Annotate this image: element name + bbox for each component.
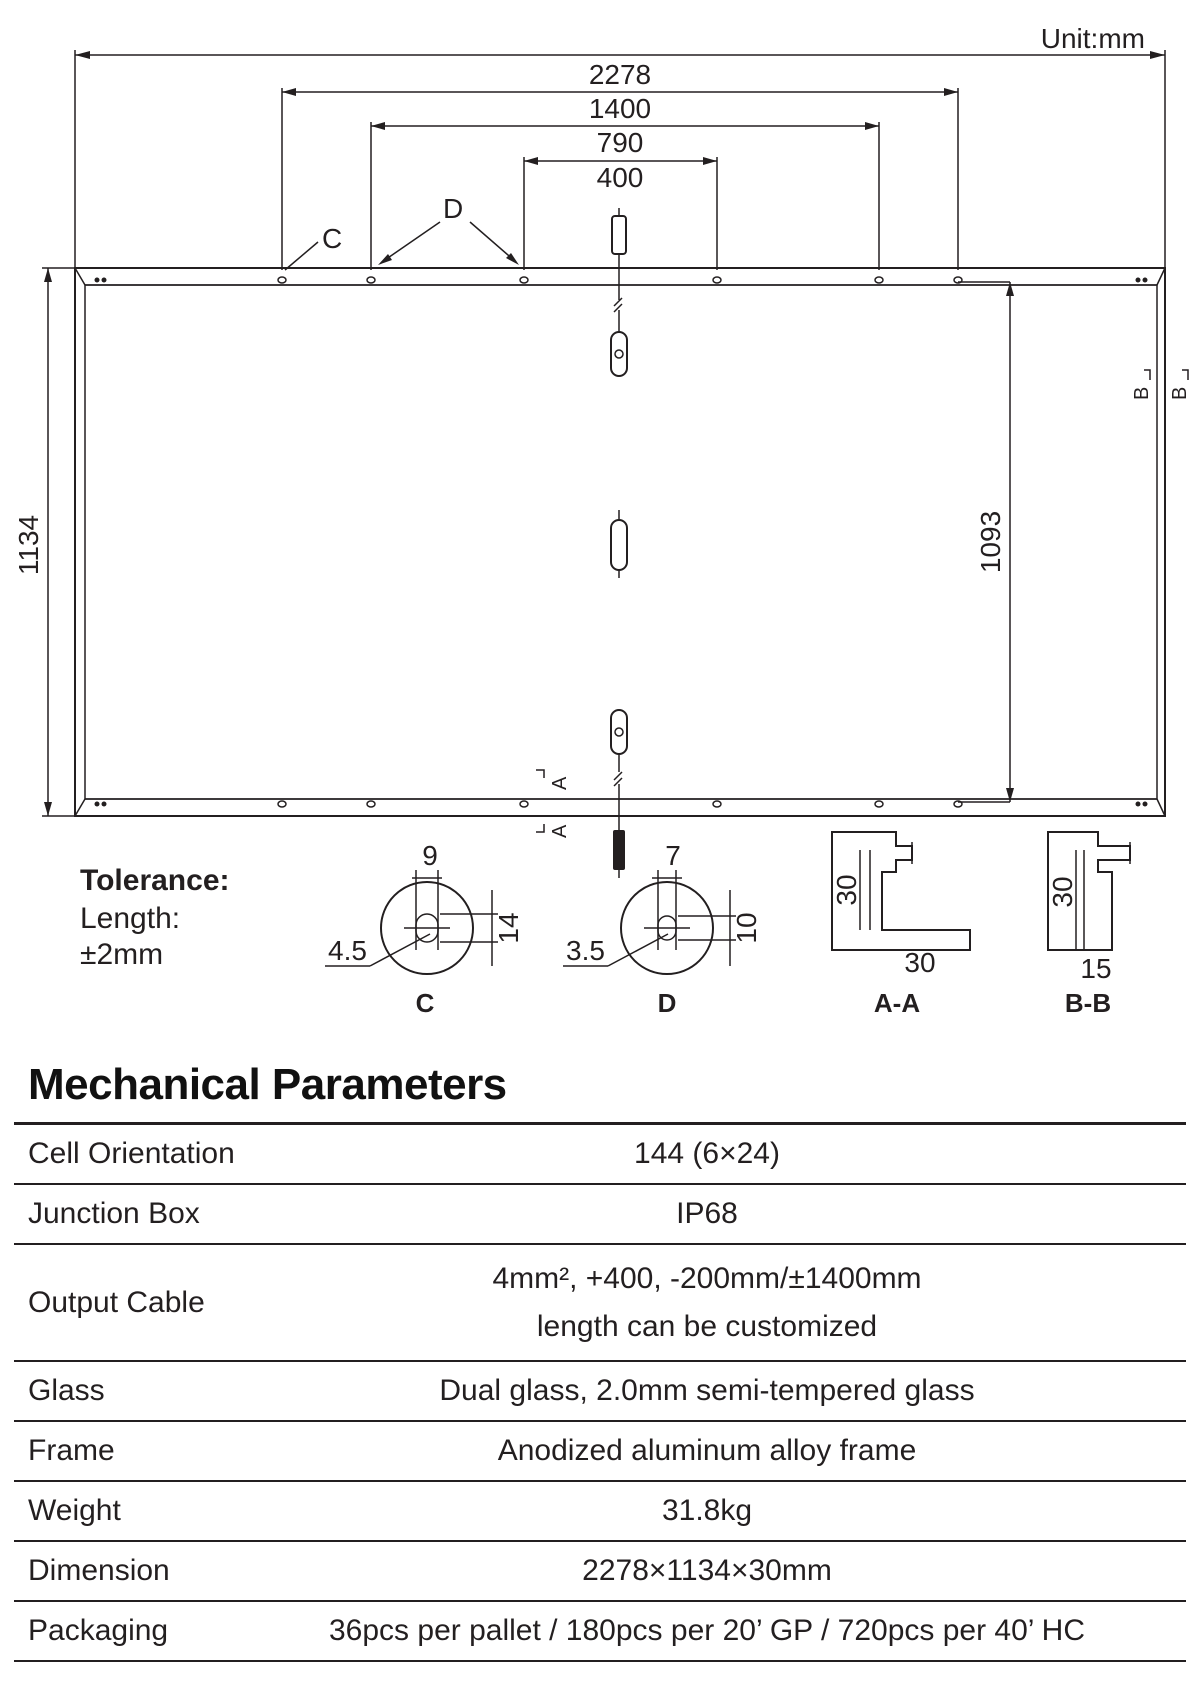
table-row: Packaging 36pcs per pallet / 180pcs per …: [14, 1601, 1186, 1662]
svg-text:C: C: [416, 988, 435, 1018]
table-row: Junction Box IP68: [14, 1184, 1186, 1245]
row-value-line2: length can be customized: [536, 1309, 878, 1343]
svg-text:B: B: [1131, 387, 1153, 400]
row-value: 36pcs per pallet / 180pcs per 20’ GP / 7…: [268, 1601, 1186, 1662]
row-value: IP68: [268, 1184, 1186, 1245]
detail-c: 9 4.5 14 C: [325, 840, 524, 1018]
dim-label-400: 400: [597, 162, 644, 193]
row-key: Packaging: [14, 1601, 268, 1662]
section-marker-b: B B: [1131, 369, 1191, 400]
svg-text:D: D: [658, 988, 677, 1018]
row-key: Dimension: [14, 1541, 268, 1602]
dim-label-790: 790: [597, 127, 644, 158]
row-key: Junction Box: [14, 1184, 268, 1245]
section-marker-a: A A: [536, 769, 571, 838]
tolerance-note: Tolerance: Length: ±2mm: [80, 864, 230, 971]
table-row: Glass Dual glass, 2.0mm semi-tempered gl…: [14, 1361, 1186, 1422]
svg-text:4.5: 4.5: [328, 935, 367, 966]
detail-d: 7 3.5 10 D: [563, 840, 762, 1018]
svg-text:A: A: [549, 824, 571, 838]
dim-hole-400: [523, 157, 718, 270]
table-row: Frame Anodized aluminum alloy frame: [14, 1421, 1186, 1482]
svg-text:3.5: 3.5: [566, 935, 605, 966]
svg-text:30: 30: [1047, 876, 1078, 907]
svg-text:30: 30: [831, 874, 862, 905]
section-aa: 30 30 A-A: [831, 831, 971, 1018]
junction-box-bottom: [610, 709, 628, 878]
svg-text:7: 7: [665, 840, 681, 871]
svg-text:30: 30: [904, 947, 935, 978]
row-value: 31.8kg: [268, 1481, 1186, 1542]
mechanical-parameters-section: Mechanical Parameters Cell Orientation 1…: [14, 1060, 1186, 1662]
dim-length-2278: [74, 50, 1166, 270]
dim-width-1134: [42, 267, 75, 817]
dim-label-1400: 1400: [589, 93, 651, 124]
parameters-table: Cell Orientation 144 (6×24) Junction Box…: [14, 1122, 1186, 1662]
svg-text:10: 10: [731, 912, 762, 943]
callout-d: D: [443, 193, 463, 224]
svg-text:B-B: B-B: [1065, 988, 1111, 1018]
table-row: Cell Orientation 144 (6×24): [14, 1123, 1186, 1185]
mechanical-drawing: Unit:mm 2278 1400 790 400 C D: [13, 23, 1191, 1018]
row-value: Dual glass, 2.0mm semi-tempered glass: [268, 1361, 1186, 1422]
row-key: Frame: [14, 1421, 268, 1482]
panel-outline: [74, 267, 1166, 817]
row-value: 144 (6×24): [268, 1123, 1186, 1185]
svg-text:15: 15: [1080, 953, 1111, 984]
callout-c: C: [322, 223, 342, 254]
svg-text:Length:: Length:: [80, 902, 180, 935]
svg-text:Tolerance:: Tolerance:: [80, 864, 230, 897]
section-title: Mechanical Parameters: [28, 1060, 507, 1109]
svg-text:A: A: [549, 776, 571, 790]
row-value: 2278×1134×30mm: [268, 1541, 1186, 1602]
svg-text:9: 9: [422, 840, 438, 871]
row-key: Glass: [14, 1361, 268, 1422]
dim-label-1093: 1093: [975, 511, 1006, 573]
dim-hole-1093: [958, 281, 1014, 803]
table-row: Output Cable 4mm², +400, -200mm/±1400mm …: [14, 1244, 1186, 1362]
row-value-line1: 4mm², +400, -200mm/±1400mm: [492, 1261, 922, 1295]
row-key: Cell Orientation: [14, 1123, 268, 1185]
svg-text:A-A: A-A: [874, 988, 920, 1018]
junction-box-top: [610, 208, 628, 377]
row-key: Weight: [14, 1481, 268, 1542]
dim-hole-790: [370, 122, 880, 270]
svg-text:±2mm: ±2mm: [80, 938, 163, 971]
dim-label-2278: 2278: [589, 59, 651, 90]
mounting-holes-top: [94, 276, 1148, 284]
mounting-holes-bottom: [94, 800, 1148, 808]
junction-box-middle: [610, 510, 628, 578]
section-bb: 30 15 B-B: [1047, 831, 1131, 1018]
row-value: Anodized aluminum alloy frame: [268, 1421, 1186, 1482]
table-row: Dimension 2278×1134×30mm: [14, 1541, 1186, 1602]
svg-text:14: 14: [493, 912, 524, 943]
dim-label-1134: 1134: [13, 515, 44, 575]
unit-label: Unit:mm: [1041, 23, 1145, 54]
row-value: 4mm², +400, -200mm/±1400mm length can be…: [268, 1244, 1186, 1362]
svg-text:B: B: [1169, 387, 1191, 400]
table-row: Weight 31.8kg: [14, 1481, 1186, 1542]
row-key: Output Cable: [14, 1244, 268, 1362]
dim-hole-1400: [281, 88, 959, 270]
